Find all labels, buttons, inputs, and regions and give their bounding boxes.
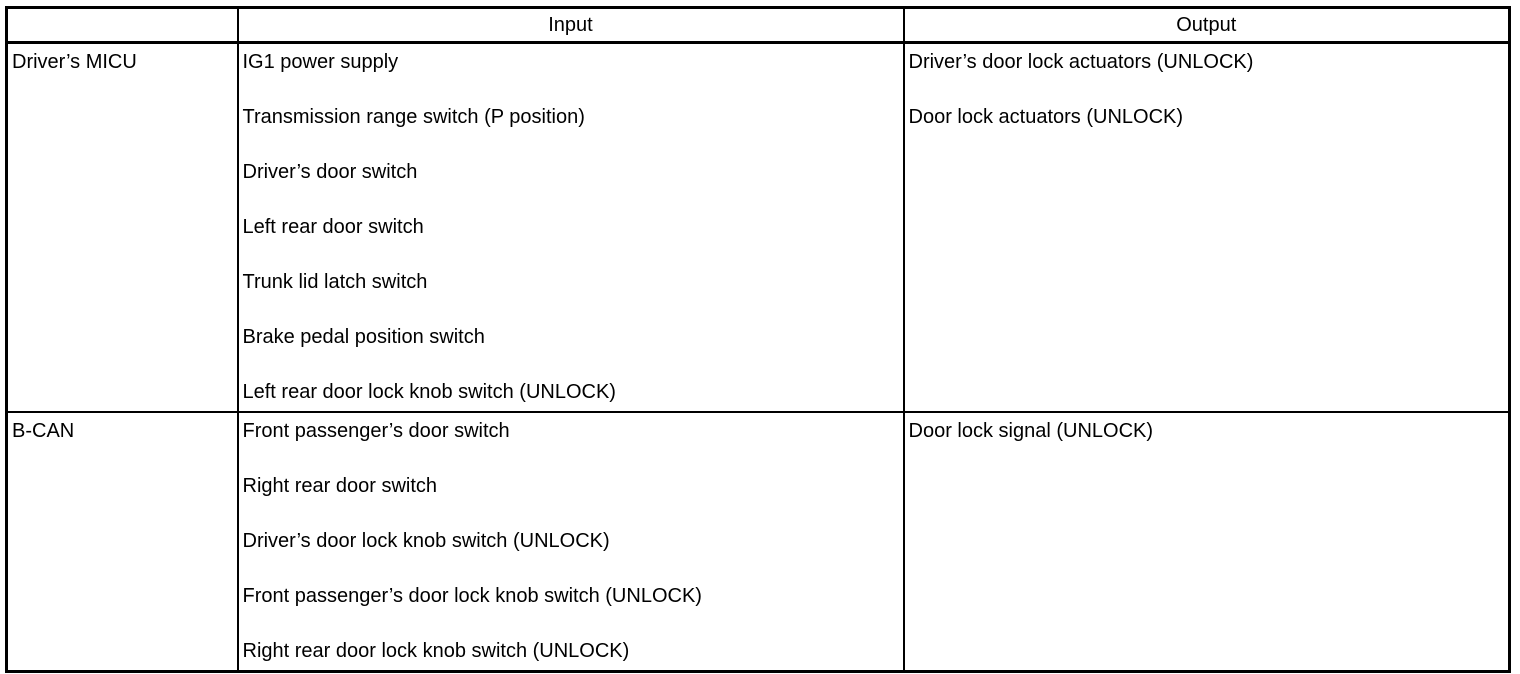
input-item: IG1 power supply: [242, 51, 399, 73]
input-item: Left rear door switch: [242, 216, 424, 238]
input-item: Front passenger’s door switch: [242, 420, 510, 442]
component-label: Driver’s MICU: [12, 51, 137, 73]
output-item: Door lock signal (UNLOCK): [908, 420, 1154, 442]
header-component-cell: [5, 6, 239, 44]
input-item: Right rear door lock knob switch (UNLOCK…: [242, 640, 630, 662]
input-item: Trunk lid latch switch: [242, 271, 428, 293]
output-cell: Driver’s door lock actuators (UNLOCK) Do…: [902, 41, 1511, 413]
input-cell: IG1 power supply Transmission range swit…: [236, 41, 905, 413]
input-item: Driver’s door switch: [242, 161, 418, 183]
input-item: Transmission range switch (P position): [242, 106, 585, 128]
table-header-row: Input Output: [5, 6, 1511, 44]
header-output-cell: Output: [902, 6, 1511, 44]
input-item: Right rear door switch: [242, 475, 438, 497]
component-cell: Driver’s MICU: [5, 41, 239, 413]
table-row-drivers-micu: Driver’s MICU IG1 power supply Transmiss…: [5, 41, 1511, 413]
input-cell: Front passenger’s door switch Right rear…: [236, 411, 905, 673]
input-item: Driver’s door lock knob switch (UNLOCK): [242, 530, 610, 552]
output-cell: Door lock signal (UNLOCK): [902, 411, 1511, 673]
output-item: Door lock actuators (UNLOCK): [908, 106, 1184, 128]
table-row-b-can: B-CAN Front passenger’s door switch Righ…: [5, 411, 1511, 673]
header-input-cell: Input: [236, 6, 905, 44]
input-item: Front passenger’s door lock knob switch …: [242, 585, 702, 607]
output-item: Driver’s door lock actuators (UNLOCK): [908, 51, 1254, 73]
io-table: Input Output Driver’s MICU IG1 power sup…: [5, 6, 1511, 673]
input-item: Brake pedal position switch: [242, 326, 485, 348]
component-cell: B-CAN: [5, 411, 239, 673]
input-item: Left rear door lock knob switch (UNLOCK): [242, 381, 616, 403]
component-label: B-CAN: [12, 420, 75, 442]
